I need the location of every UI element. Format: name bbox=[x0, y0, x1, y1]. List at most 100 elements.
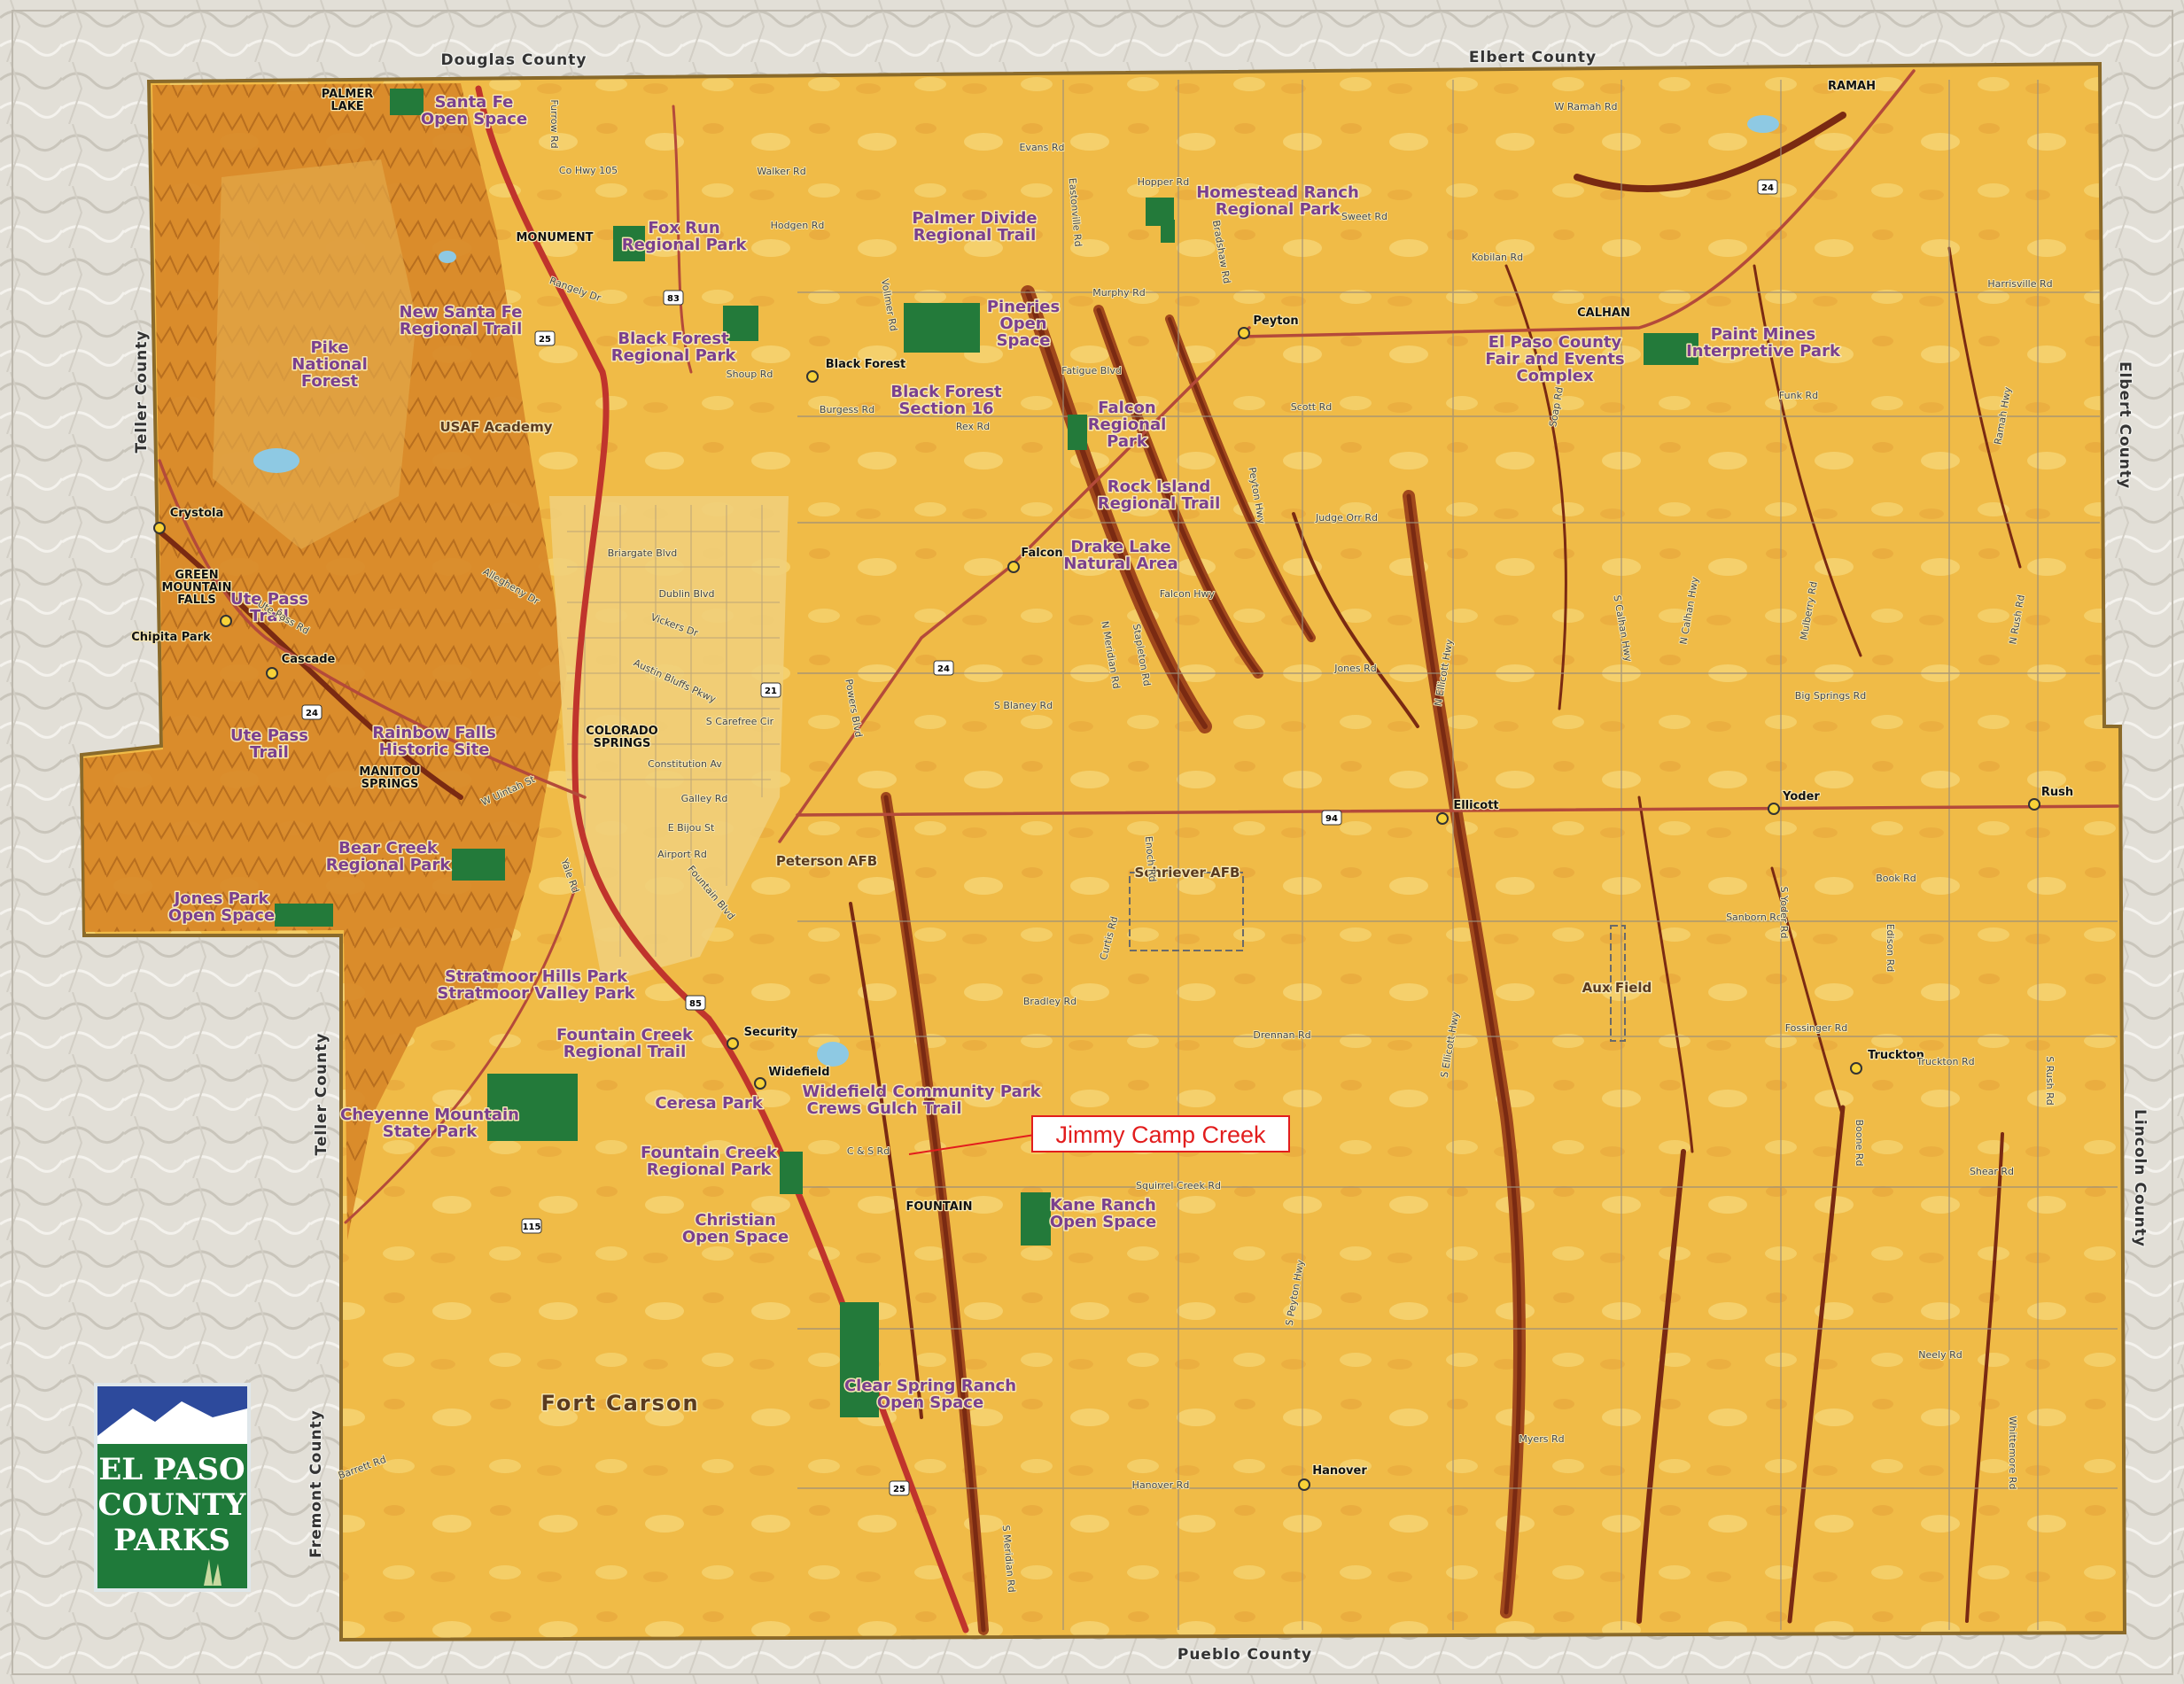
road-label-judge-orr-rd-21: Judge Orr Rd bbox=[1315, 512, 1378, 524]
park-area-kane-ranch bbox=[1021, 1192, 1051, 1246]
county-label-teller-bottom: Teller County bbox=[313, 1033, 330, 1156]
route-shield-24-3: 24 bbox=[933, 660, 954, 676]
road-label-hopper-rd-6: Hopper Rd bbox=[1138, 176, 1189, 188]
town-marker-black-forest bbox=[806, 370, 819, 383]
road-label-jones-rd-28: Jones Rd bbox=[1333, 663, 1377, 674]
lake bbox=[439, 251, 456, 263]
route-shield-25-1: 25 bbox=[534, 330, 556, 346]
county-labels: Douglas County Elbert County Pueblo Coun… bbox=[132, 48, 2150, 1665]
mountain-region bbox=[83, 83, 567, 1240]
road-label-fossinger-rd-42: Fossinger Rd bbox=[1785, 1022, 1848, 1034]
callout-label: Jimmy Camp Creek bbox=[1055, 1121, 1266, 1148]
county-label-pueblo: Pueblo County bbox=[1177, 1646, 1312, 1664]
road-label-s-carefree-cir-31: S Carefree Cir bbox=[706, 716, 774, 727]
road-label-edison-rd-54: Edison Rd bbox=[1885, 924, 1896, 973]
road-label-burgess-rd-16: Burgess Rd bbox=[820, 404, 874, 415]
logo-line-1: EL PASO bbox=[98, 1452, 245, 1487]
highway-115 bbox=[344, 884, 578, 1224]
logo-line-2: COUNTY bbox=[98, 1487, 247, 1523]
road-label-s-rush-rd-56: S Rush Rd bbox=[2044, 1056, 2056, 1105]
county-label-elbert-right: Elbert County bbox=[2116, 361, 2133, 489]
park-area-clear-spring bbox=[840, 1302, 879, 1417]
town-label-crystola: Crystola bbox=[170, 507, 224, 520]
park-area-jones-park bbox=[275, 904, 333, 927]
road-label-truckton-rd-43: Truckton Rd bbox=[1916, 1056, 1974, 1067]
military-label-schriever-afb: Schriever AFB bbox=[1135, 865, 1240, 881]
town-marker-hanover bbox=[1298, 1478, 1310, 1491]
road-label-whittemore-rd-57: Whittemore Rd bbox=[2007, 1416, 2018, 1490]
interstate-25 bbox=[475, 85, 969, 1634]
road-label-constitution-av-32: Constitution Av bbox=[648, 758, 722, 770]
schriever-afb-boundary bbox=[1129, 872, 1244, 951]
highway-24-west bbox=[158, 459, 587, 799]
road-label-e-bijou-st-34: E Bijou St bbox=[668, 822, 715, 834]
town-marker-security bbox=[727, 1037, 739, 1050]
highway-94 bbox=[796, 804, 2119, 817]
town-label-ellicott: Ellicott bbox=[1453, 799, 1498, 812]
svg-text:24: 24 bbox=[306, 709, 318, 718]
county-label-douglas: Douglas County bbox=[441, 51, 587, 69]
route-shield-115-7: 115 bbox=[521, 1218, 542, 1234]
logo: EL PASO COUNTY PARKS bbox=[94, 1383, 251, 1592]
road-label-murphy-rd-12: Murphy Rd bbox=[1092, 287, 1146, 299]
mountain-icon bbox=[97, 1401, 247, 1444]
town-label-black-forest: Black Forest bbox=[826, 358, 905, 371]
svg-text:25: 25 bbox=[539, 335, 551, 345]
park-area-homestead-ranch-2 bbox=[1161, 220, 1175, 243]
town-label-hanover: Hanover bbox=[1312, 1464, 1367, 1478]
highway-network bbox=[158, 69, 2119, 1634]
town-label-cascade: Cascade bbox=[282, 653, 336, 666]
town-marker-truckton bbox=[1850, 1062, 1862, 1075]
svg-text:25: 25 bbox=[893, 1485, 905, 1494]
road-label-falcon-hwy-27: Falcon Hwy bbox=[1160, 588, 1216, 600]
road-label-co-hwy-105-2: Co Hwy 105 bbox=[559, 165, 618, 176]
road-label-dublin-blvd-24: Dublin Blvd bbox=[658, 588, 714, 600]
town-marker-green-mountain-falls bbox=[220, 615, 232, 627]
town-marker-rush bbox=[2028, 798, 2040, 811]
county-label-fremont: Fremont County bbox=[307, 1409, 325, 1558]
lake bbox=[817, 1042, 849, 1067]
town-label-yoder: Yoder bbox=[1782, 790, 1820, 803]
town-marker-falcon bbox=[1007, 561, 1020, 573]
svg-text:21: 21 bbox=[765, 687, 777, 696]
drainage-network bbox=[157, 112, 2022, 1635]
road-label-neely-rd-48: Neely Rd bbox=[1918, 1349, 1962, 1361]
callout-leader-line bbox=[908, 1134, 1036, 1155]
military-label-peterson-afb: Peterson AFB bbox=[776, 853, 877, 869]
urban-area bbox=[549, 496, 789, 983]
highway-83 bbox=[672, 105, 693, 374]
town-label-peyton: Peyton bbox=[1253, 314, 1298, 328]
city-street-grid bbox=[567, 505, 780, 957]
svg-text:24: 24 bbox=[1761, 183, 1774, 193]
road-label-galley-rd-33: Galley Rd bbox=[681, 793, 728, 804]
route-shield-24-2: 24 bbox=[1757, 179, 1778, 195]
town-label-chipita-park: Chipita Park bbox=[131, 631, 211, 644]
fort-carson-label: Fort Carson bbox=[540, 1391, 699, 1416]
park-label-crews-gulch-trail: Crews Gulch Trail bbox=[806, 1099, 961, 1118]
road-label-bradley-rd-40: Bradley Rd bbox=[1023, 996, 1076, 1007]
grass-icon bbox=[204, 1559, 222, 1586]
town-label-rush: Rush bbox=[2041, 786, 2073, 799]
lake bbox=[253, 448, 299, 473]
road-label-shear-rd-45: Shear Rd bbox=[1970, 1166, 2014, 1177]
svg-text:85: 85 bbox=[689, 999, 702, 1009]
